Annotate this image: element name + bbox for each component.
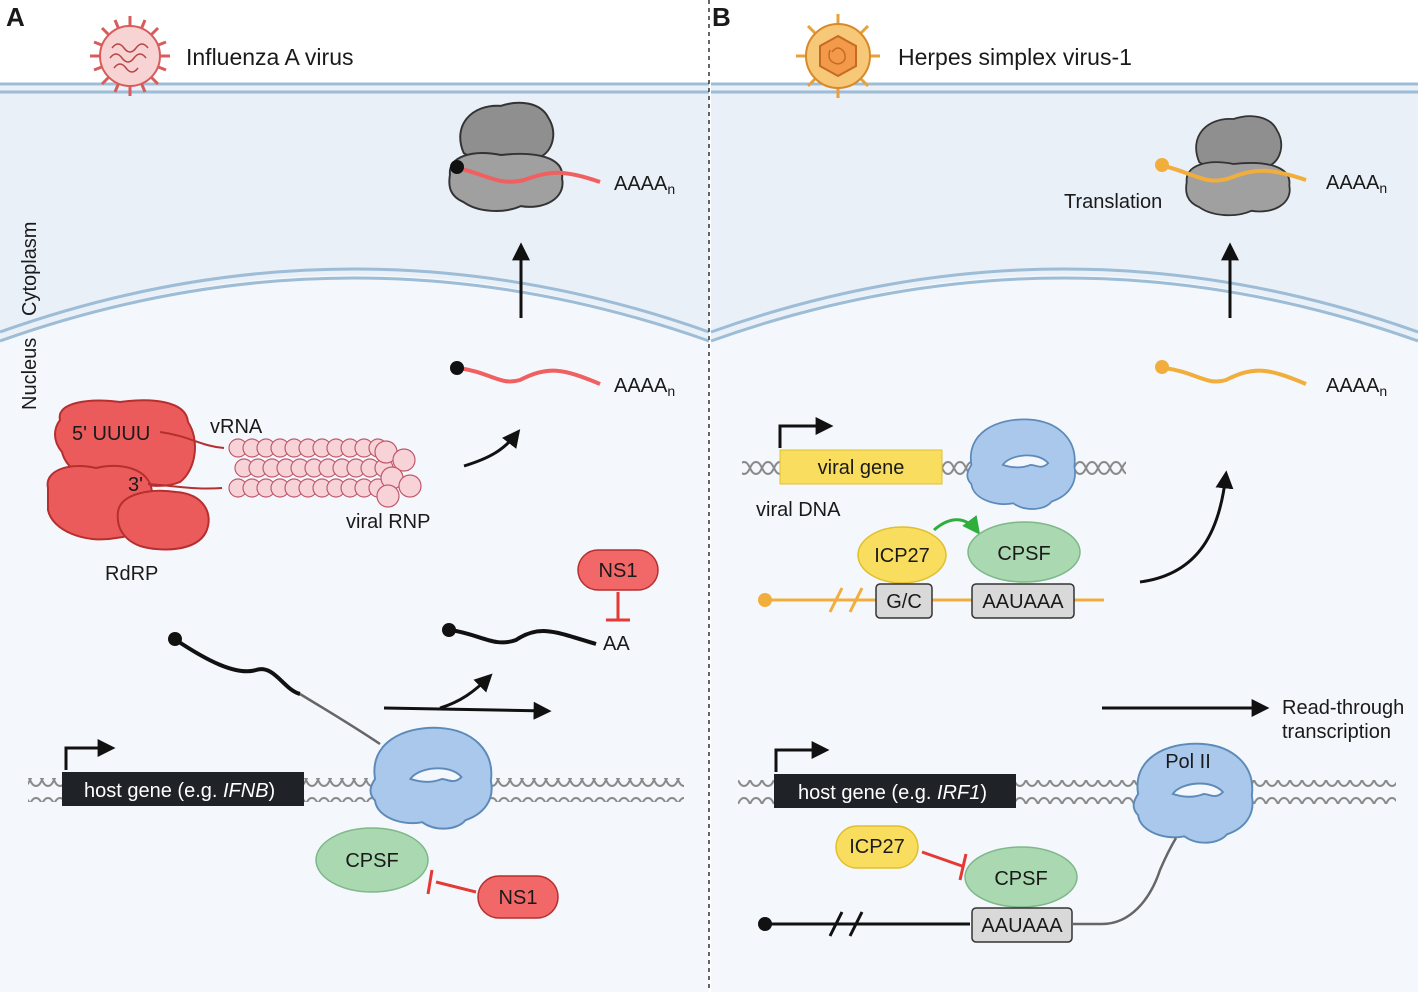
icp27-bottom-label: ICP27: [849, 836, 905, 858]
hsv-processing-arrow: [1139, 470, 1234, 584]
ns1-top-badge: [577, 549, 659, 591]
ns1-bottom-badge: [477, 875, 559, 919]
flu-poly-a-top: AAAAn: [614, 173, 675, 197]
panel-a: A Influenza A virus Cytoplasm Nucleus AA…: [0, 0, 710, 992]
hsv-mrna-cytoplasm: [1163, 164, 1307, 183]
rnp-bead: [376, 484, 400, 508]
icp27-top-label: ICP27: [874, 545, 930, 567]
gc-element-label: G/C: [886, 591, 922, 613]
flu-host-transcription-arrow: [383, 701, 552, 720]
cpsf-a-ellipse: [315, 827, 429, 893]
hsv-mrna-nucleus: [1163, 366, 1307, 386]
hsv-poly-a-top: AAAAn: [1326, 172, 1387, 196]
flu-mrna-cytoplasm: [457, 166, 601, 184]
rnp-bead: [398, 474, 422, 498]
rdrp-label: RdRP: [105, 563, 158, 585]
icp27-activate-arrow: [933, 515, 981, 535]
readthrough-label-line1: Read-through: [1282, 697, 1404, 719]
rnp-bead: [392, 448, 416, 472]
vrna-strand: [159, 431, 225, 449]
viral-rnp-label: viral RNP: [346, 511, 430, 533]
polya-signal-top-label: AAUAAA: [982, 591, 1064, 613]
influenza-virus-icon: [90, 16, 170, 96]
ribosome-icon: [448, 101, 564, 213]
irf1-promoter-arrow: [774, 741, 830, 772]
icp27-top-ellipse: [857, 526, 947, 584]
pol2-viral: [966, 418, 1077, 511]
herpes-virus-icon: [796, 14, 880, 98]
cpsf-b-bottom-ellipse: [964, 846, 1078, 908]
viral-rnp-chain: [228, 438, 422, 508]
short-polya-label: AA: [603, 633, 630, 655]
panel-b-letter: B: [712, 2, 731, 32]
viral-promoter-arrow: [778, 417, 834, 448]
cpsf-b-top-label: CPSF: [997, 543, 1050, 565]
cytoplasm-label: Cytoplasm: [19, 222, 41, 316]
panel-a-letter: A: [6, 2, 25, 32]
panel-b: B Herpes simplex virus-1 AAAAn Translati…: [710, 0, 1418, 992]
panel-a-nuclear-envelope: [0, 267, 710, 334]
readthrough-label-line2: transcription: [1282, 721, 1391, 743]
host-gene-ifnb-label: host gene (e.g. IFNB): [84, 780, 275, 802]
ns1-top-label: NS1: [599, 560, 638, 582]
polya-signal-bottom-label: AAUAAA: [981, 915, 1063, 937]
flu-transcription-arrow: [463, 429, 521, 468]
icp27-bottom-badge: [835, 825, 919, 869]
host-gene-irf1-box: [774, 774, 1016, 808]
flu-poly-a-mid: AAAAn: [614, 375, 675, 399]
host-gene-irf1-label: host gene (e.g. IRF1): [798, 782, 987, 804]
translation-label: Translation: [1064, 191, 1162, 213]
viral-dna-label: viral DNA: [756, 499, 841, 521]
cpsf-b-top-ellipse: [967, 521, 1081, 583]
rdrp-polymerase: [46, 399, 210, 551]
rdrp-three-prime-label: 3': [128, 474, 143, 496]
cpsf-b-bottom-label: CPSF: [994, 868, 1047, 890]
viral-gene-box: [779, 449, 943, 485]
vrna-label: vRNA: [210, 416, 263, 438]
panel-b-nuclear-envelope: [710, 267, 1418, 334]
flu-mrna-nucleus: [457, 366, 601, 386]
pol2-icon: [369, 726, 493, 830]
polya-signal-top-box: [971, 583, 1075, 619]
gc-element-box: [875, 583, 933, 619]
cpsf-a-label: CPSF: [345, 850, 398, 872]
icp27-inhibit-cpsf: [921, 850, 963, 868]
nucleus-label: Nucleus: [19, 338, 41, 410]
host-mrna-short: [449, 628, 597, 646]
ns1-bottom-label: NS1: [499, 887, 538, 909]
ns1-inhibit-cpsf: [435, 880, 477, 894]
rdrp-five-prime-label: 5' UUUU: [72, 423, 150, 445]
ifnb-promoter-arrow: [64, 739, 116, 770]
influenza-virus-title: Influenza A virus: [186, 44, 354, 70]
pol2-label: Pol II: [1165, 751, 1211, 773]
hsv-poly-a-mid: AAAAn: [1326, 375, 1387, 399]
flu-host-branch-arrow: [439, 673, 493, 710]
host-transcript-nascent: [174, 638, 301, 696]
host-gene-ifnb-box: [62, 772, 304, 806]
viral-gene-label: viral gene: [818, 457, 905, 479]
herpes-virus-title: Herpes simplex virus-1: [898, 44, 1132, 70]
